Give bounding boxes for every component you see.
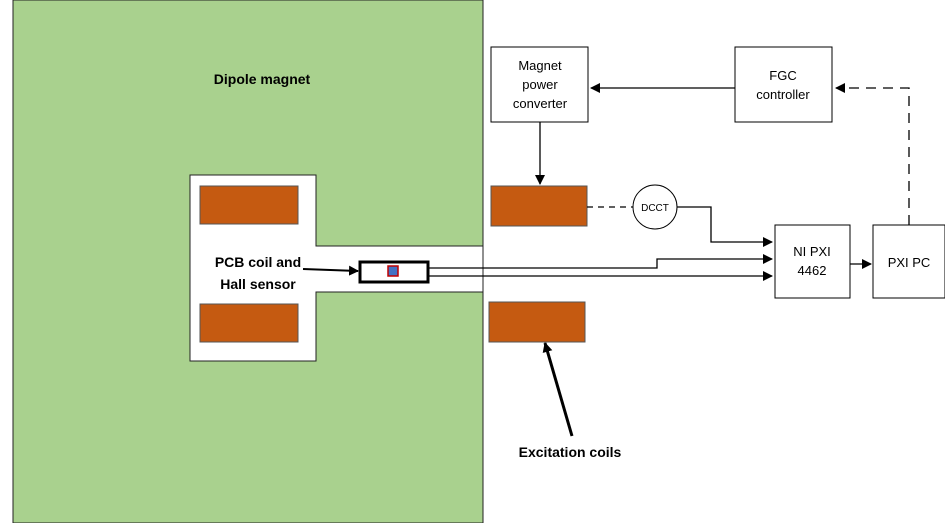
daq-block [774,224,851,299]
coils-label: Excitation coils [519,444,622,460]
excitation-coil-top-left [199,185,299,225]
sensor-pointer-arrow [302,265,359,276]
coils-pointer-arrow [542,342,574,437]
hall-sensor [387,265,399,277]
power-converter-label-1: Magnet [518,58,562,73]
excitation-coil-bottom-left [199,303,299,343]
fgc-controller-block [734,46,833,123]
probe-to-daq-arrow-1 [428,254,773,269]
dcct-to-daq-arrow [677,206,773,247]
power-converter-block [490,46,589,123]
power-converter-label-2: power [522,77,558,92]
excitation-coil-bottom-right [488,301,586,343]
daq-label-1: NI PXI [793,244,831,259]
pxi-pc-label: PXI PC [888,255,931,270]
power-converter-label-3: converter [513,96,568,111]
pc-to-fgc-dashed [835,83,910,225]
fgc-label-2: controller [756,87,810,102]
daq-label-2: 4462 [798,263,827,278]
sensor-label-line1: PCB coil and [215,254,301,270]
excitation-coil-top-right [490,185,588,227]
fgc-label-1: FGC [769,68,796,83]
dcct-label: DCCT [641,203,669,214]
magnet-title: Dipole magnet [214,71,311,87]
sensor-label-line2: Hall sensor [220,276,296,292]
